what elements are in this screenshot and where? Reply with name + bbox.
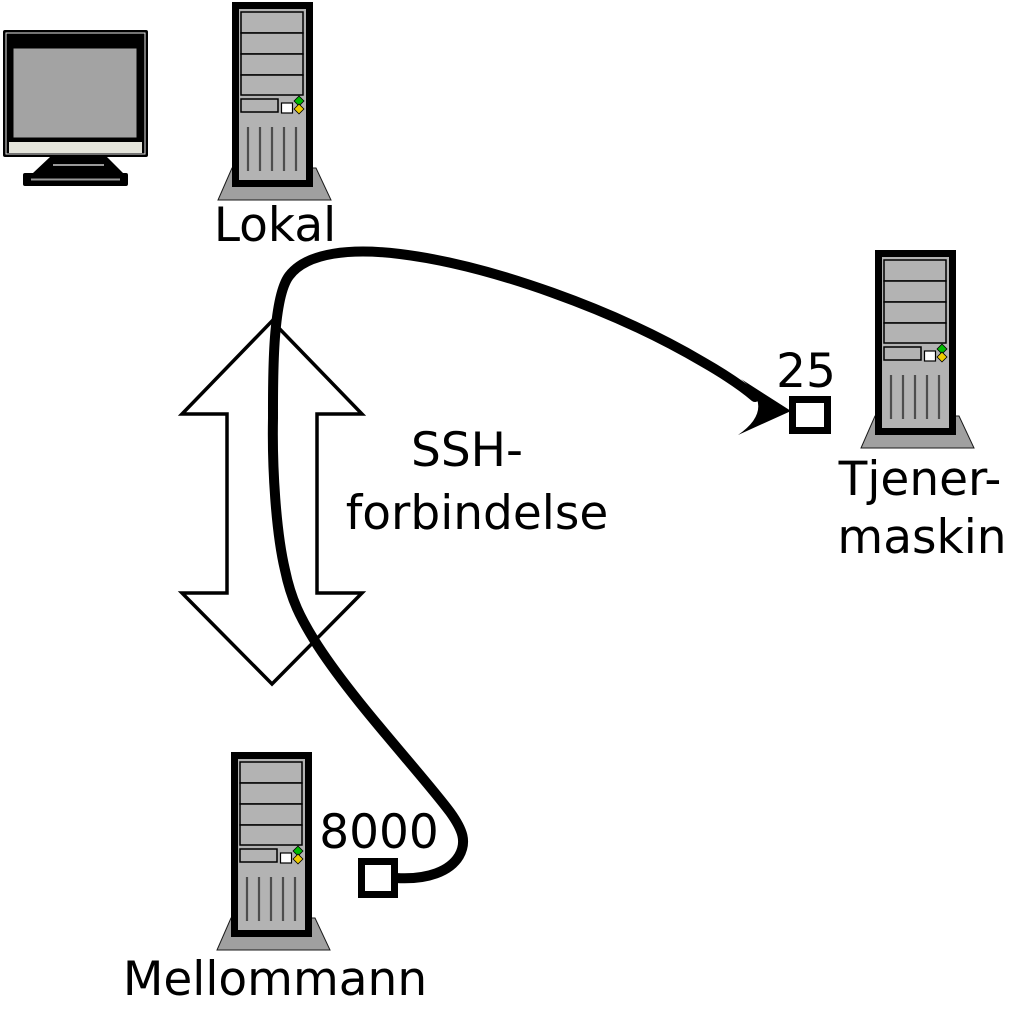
monitor-screen [12,47,138,139]
server-label-line2: maskin [837,510,1006,565]
middleman-tower-icon [217,756,330,951]
ssh-tunnel-line [267,246,760,884]
server-tower-icon [861,254,974,449]
tunnel-arrowhead-icon [738,379,791,435]
server-port-label: 25 [776,344,836,399]
connection-label-line2: forbindelse [346,486,609,541]
monitor-frame-bevel [5,32,146,155]
connection-label-line1: SSH- [411,423,523,478]
monitor-strip [9,142,142,153]
middleman-port-label: 8000 [319,805,439,860]
crt-monitor-icon [3,30,148,186]
middleman-label: Mellommann [123,952,427,1007]
server-port-box [789,396,831,434]
local-label: Lokal [214,198,336,253]
server-label-line1: Tjener- [838,452,1002,507]
middleman-port-box [358,858,398,898]
local-tower-icon [218,6,331,201]
